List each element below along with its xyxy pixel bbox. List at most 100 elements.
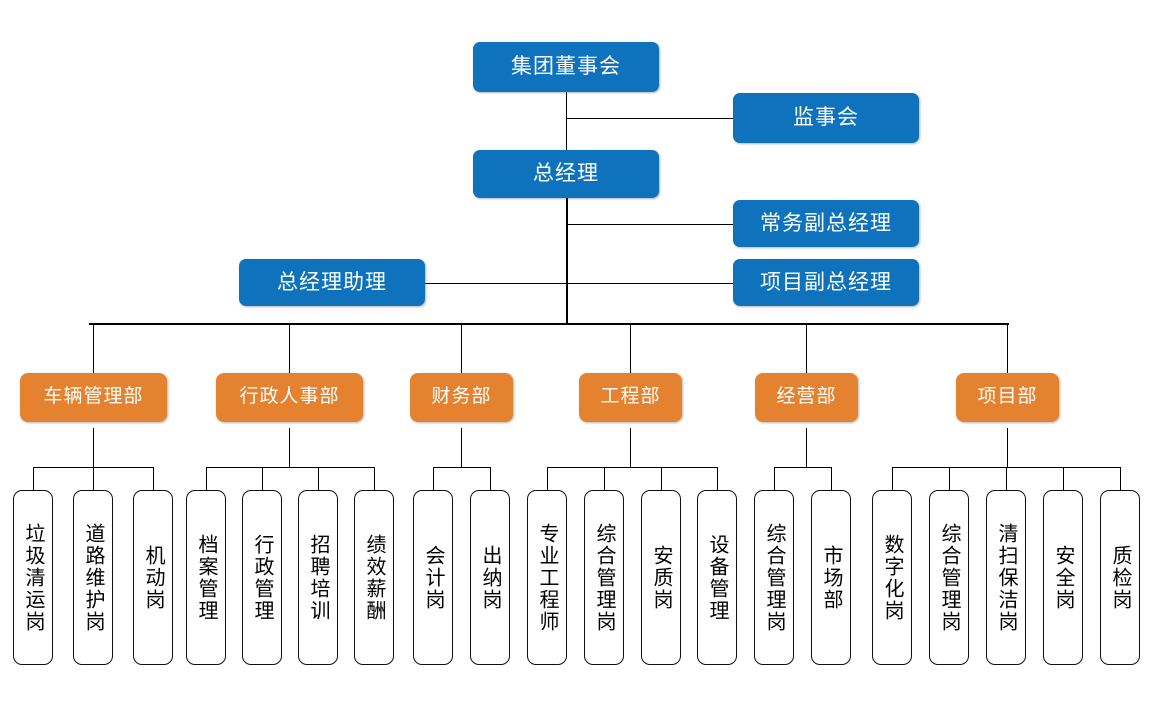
leaf-label: 招聘培训 (307, 533, 329, 622)
connector-drop-dept-6 (1007, 428, 1008, 468)
leaf-position-box[interactable]: 专业工程师 (527, 490, 567, 665)
node-project-vice-gm[interactable]: 项目副总经理 (733, 259, 919, 306)
node-general-manager[interactable]: 总经理 (473, 150, 659, 198)
leaf-position-box[interactable]: 清扫保洁岗 (986, 490, 1026, 665)
node-department-engineering[interactable]: 工程部 (579, 373, 682, 422)
connector-leaf-riser (433, 467, 434, 490)
leaf-position-box[interactable]: 安全岗 (1043, 490, 1083, 665)
leaf-position-box[interactable]: 综合管理岗 (929, 490, 969, 665)
leaf-label: 机动岗 (142, 544, 164, 611)
connector-leaf-riser (490, 467, 491, 490)
leaf-label: 综合管理岗 (763, 522, 785, 633)
connector-riser-dept-2 (289, 324, 290, 373)
leaf-label: 道路维护岗 (82, 522, 104, 633)
node-department-admin-hr[interactable]: 行政人事部 (216, 373, 363, 422)
connector-drop-dept-4 (630, 428, 631, 468)
leaf-position-box[interactable]: 绩效薪酬 (354, 490, 394, 665)
leaf-label: 综合管理岗 (593, 522, 615, 633)
leaf-label: 专业工程师 (536, 522, 558, 633)
node-group-board[interactable]: 集团董事会 (473, 42, 659, 92)
connector-leaf-riser (318, 467, 319, 490)
leaf-label: 安全岗 (1052, 544, 1074, 611)
connector-riser-dept-5 (806, 324, 807, 373)
leaf-position-box[interactable]: 市场部 (811, 490, 851, 665)
node-department-finance[interactable]: 财务部 (410, 373, 513, 422)
node-label: 总经理助理 (277, 270, 387, 294)
connector-group-bar-3 (433, 467, 490, 468)
leaf-position-box[interactable]: 质检岗 (1100, 490, 1140, 665)
connector-leaf-riser (547, 467, 548, 490)
leaf-label: 质检岗 (1109, 544, 1131, 611)
leaf-position-box[interactable]: 综合管理岗 (584, 490, 624, 665)
leaf-position-box[interactable]: 安质岗 (641, 490, 681, 665)
node-label: 总经理 (533, 162, 599, 186)
connector-leaf-riser (33, 467, 34, 490)
connector-group-bar-2 (206, 467, 374, 468)
connector-gm-to-project-vp (567, 283, 733, 284)
leaf-label: 出纳岗 (479, 544, 501, 611)
connector-leaf-riser (949, 467, 950, 490)
node-department-operations[interactable]: 经营部 (755, 373, 858, 422)
connector-riser-dept-3 (461, 324, 462, 373)
connector-leaf-riser (1006, 467, 1007, 490)
connector-leaf-riser (774, 467, 775, 490)
leaf-position-box[interactable]: 设备管理 (697, 490, 737, 665)
node-department-vehicle-management[interactable]: 车辆管理部 (20, 373, 167, 422)
leaf-position-box[interactable]: 档案管理 (186, 490, 226, 665)
leaf-label: 综合管理岗 (938, 522, 960, 633)
connector-drop-dept-5 (806, 428, 807, 468)
connector-riser-dept-4 (630, 324, 631, 373)
connector-gm-to-exec-vp (567, 224, 733, 225)
connector-group-bar-5 (774, 467, 831, 468)
connector-riser-dept-1 (93, 324, 94, 373)
connector-leaf-riser (93, 467, 94, 490)
connector-gm-to-assistant (425, 283, 567, 284)
node-supervisory-board[interactable]: 监事会 (733, 93, 919, 143)
leaf-label: 行政管理 (251, 533, 273, 622)
leaf-position-box[interactable]: 招聘培训 (298, 490, 338, 665)
connector-drop-dept-3 (461, 428, 462, 468)
connector-department-bus (89, 323, 1009, 325)
leaf-position-box[interactable]: 垃圾清运岗 (13, 490, 53, 665)
leaf-label: 垃圾清运岗 (22, 522, 44, 633)
connector-leaf-riser (262, 467, 263, 490)
leaf-label: 数字化岗 (881, 533, 903, 622)
connector-board-to-supervisory (566, 118, 733, 119)
node-executive-vice-gm[interactable]: 常务副总经理 (733, 200, 919, 247)
leaf-position-box[interactable]: 道路维护岗 (73, 490, 113, 665)
leaf-position-box[interactable]: 行政管理 (242, 490, 282, 665)
leaf-position-box[interactable]: 机动岗 (133, 490, 173, 665)
connector-board-to-gm (566, 91, 567, 151)
node-gm-assistant[interactable]: 总经理助理 (239, 259, 425, 306)
node-label: 项目部 (977, 386, 1038, 408)
node-label: 监事会 (793, 106, 859, 130)
leaf-position-box[interactable]: 综合管理岗 (754, 490, 794, 665)
node-label: 项目副总经理 (760, 270, 892, 294)
leaf-label: 会计岗 (422, 544, 444, 611)
leaf-label: 清扫保洁岗 (995, 522, 1017, 633)
node-label: 经营部 (776, 386, 837, 408)
leaf-label: 绩效薪酬 (363, 533, 385, 622)
leaf-label: 档案管理 (195, 533, 217, 622)
connector-leaf-riser (206, 467, 207, 490)
connector-leaf-riser (892, 467, 893, 490)
connector-drop-dept-2 (289, 428, 290, 468)
connector-leaf-riser (1063, 467, 1064, 490)
node-label: 集团董事会 (511, 55, 621, 79)
node-department-project[interactable]: 项目部 (956, 373, 1059, 422)
node-label: 工程部 (600, 386, 661, 408)
leaf-label: 安质岗 (650, 544, 672, 611)
node-label: 常务副总经理 (760, 211, 892, 235)
connector-drop-dept-1 (93, 428, 94, 468)
node-label: 行政人事部 (239, 386, 340, 408)
leaf-label: 设备管理 (706, 533, 728, 622)
connector-leaf-riser (661, 467, 662, 490)
connector-leaf-riser (831, 467, 832, 490)
leaf-position-box[interactable]: 数字化岗 (872, 490, 912, 665)
connector-gm-trunk (566, 198, 568, 324)
leaf-label: 市场部 (820, 544, 842, 611)
leaf-position-box[interactable]: 会计岗 (413, 490, 453, 665)
connector-leaf-riser (153, 467, 154, 490)
leaf-position-box[interactable]: 出纳岗 (470, 490, 510, 665)
